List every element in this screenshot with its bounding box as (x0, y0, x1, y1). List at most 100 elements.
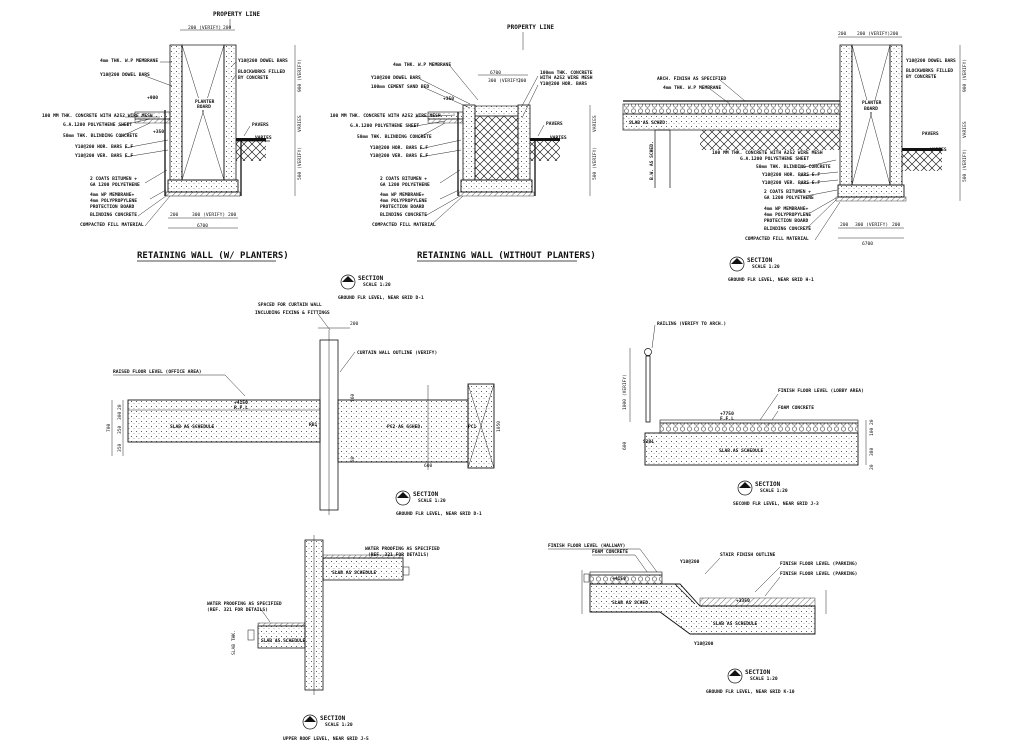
detail-title: RETAINING WALL (W/ PLANTERS) (137, 251, 289, 261)
note: Y10@200 HOR. BARS (540, 81, 587, 87)
finish-floor-label: FINISH FLOOR LEVEL (LOBBY AREA) (778, 388, 864, 394)
stair-leader (704, 557, 721, 575)
section-word: SECTION (413, 491, 439, 498)
slab-label: SLAB AS SCHEDULE (332, 570, 376, 576)
section-word: SECTION (747, 257, 773, 264)
note: 2 COATS BITUMEN + (764, 189, 811, 195)
note: GA 1200 POLYETHENE (764, 195, 814, 201)
section-scale: SCALE 1:20 (325, 722, 353, 728)
section-subtitle: SECOND FLR LEVEL, NEAR GRID J-3 (733, 501, 819, 507)
note: COMPACTED FILL MATERIAL (80, 222, 144, 228)
dim: 350 (117, 425, 123, 434)
slab-label: SLAB AS SCHEDULE (261, 638, 305, 644)
dim: 600 (622, 441, 628, 450)
beam-tag: RB1 (309, 422, 318, 428)
dim: 200 (838, 31, 847, 37)
section-tag: SECTION SCALE 1:20 GROUND FLR LEVEL, NEA… (728, 256, 814, 283)
waterproofing-bottom (257, 622, 306, 627)
level-marker: +7750 (720, 411, 734, 417)
section-scale: SCALE 1:20 (418, 498, 446, 504)
level-varies: VARIES (550, 135, 567, 141)
planter-label-2: BOARD (864, 106, 878, 112)
section-tag-top: SECTION SCALE 1:20 GROUND FLR LEVEL, NEA… (338, 274, 424, 301)
slab-topping (622, 103, 841, 115)
section-subtitle: GROUND FLR LEVEL, NEAR GRID D-1 (338, 295, 424, 301)
finish-hallway-label: FINISH FLOOR LEVEL (HALLWAY) (548, 543, 625, 549)
rebar-label: Y10@200 (680, 559, 700, 565)
level-marker: +4150 (234, 400, 248, 406)
section-tag: SECTION SCALE 1:20 SECOND FLR LEVEL, NEA… (733, 480, 819, 507)
planter-label-bg (860, 100, 882, 112)
dim: 300 (VERIFY) (488, 78, 521, 84)
step-outline (662, 583, 696, 605)
finish-parking-label-2: FINISH FLOOR LEVEL (PARKING) (780, 571, 857, 577)
section-subtitle: GROUND FLR LEVEL, NEAR GRID H-1 (728, 277, 814, 283)
note: G.A.1200 POLYETHENE SHEET (740, 156, 809, 162)
foam-label: FOAM CONCRETE (592, 549, 628, 555)
section-tag-bottom: SECTION SCALE 1:20 GROUND FLR LEVEL, NEA… (395, 490, 482, 517)
note: BLINDING CONCRETE (764, 226, 811, 232)
section-bubble-icon (302, 714, 318, 730)
note: Y10@200 HOR. BARS E.F (75, 144, 133, 150)
dim: 300 (VERIFY) (192, 212, 225, 218)
railing-knob-icon (644, 348, 652, 356)
note: Y10@200 VER. BARS E.F (762, 180, 820, 186)
dim: 6700 (862, 241, 873, 247)
dim: 900 (VERIFY) (297, 59, 303, 92)
note: 4mm THK. W.P MEMBRANE (663, 85, 721, 91)
detail-retaining-wall-with-planters: PROPERTY LINE 200 (VERIFY) 200 PLANTER B… (42, 11, 303, 262)
beam-label: PC2 AS SCHED. (387, 424, 423, 430)
slab-end-mark (247, 629, 255, 641)
note: 4mm POLYPROPYLENE (380, 198, 427, 204)
note: 100mm THK. CONCRETE (540, 70, 593, 76)
section-subtitle: UPPER ROOF LEVEL, NEAR GRID J-5 (283, 736, 369, 742)
notes-left: 4mm THK. W.P MEMBRANE Y10@200 DOWEL BARS… (330, 62, 479, 228)
blinding (165, 191, 241, 197)
railing-leader (651, 324, 656, 349)
note: (REF. 321 FOR DETAILS) (207, 607, 268, 613)
dim: VARIES (297, 115, 303, 132)
footing (837, 184, 905, 198)
note: 50mm THK. BLINDING CONCRETE (756, 164, 831, 170)
note: Y10@200 DOWEL BARS (371, 75, 421, 81)
note: 100 MM THK. CONCRETE WITH A252 WIRE MESH (42, 113, 153, 119)
pavers (236, 138, 266, 141)
section-bubble-icon (340, 274, 356, 290)
slab-label: SLAB AS SCHED. (629, 120, 668, 126)
level-marker-sub: R.F.L (234, 405, 248, 411)
level-marker: +350 (443, 96, 454, 102)
slab-label: SLAB AS SCHEDULE (170, 424, 214, 430)
dim: 500 (VERIFY) (297, 147, 303, 180)
wall-left (169, 44, 183, 181)
note: Y10@200 HOR. BARS E.F (370, 145, 428, 151)
note: 4mm THK. W.P MEMBRANE (100, 58, 158, 64)
planter-label-bg (191, 98, 215, 110)
slab-label: SLAB AS SCHED. (612, 600, 651, 606)
note: WATER PROOFING AS SPECIFIED (207, 601, 282, 607)
dim: 900 (VERIFY) (962, 59, 968, 92)
dim: 300 (VERIFY) (855, 222, 888, 228)
section-bubble-icon (727, 668, 743, 684)
wall-right (517, 104, 531, 181)
dim: 100 (869, 427, 875, 436)
dim: 20 (869, 464, 875, 470)
slab (644, 432, 859, 466)
planter-label-1: PLANTER (195, 99, 215, 105)
planter-label-1: PLANTER (862, 100, 882, 106)
section-bubble-icon (395, 490, 411, 506)
section-word: SECTION (755, 481, 781, 488)
labels-leaders (548, 548, 661, 577)
detail-retaining-wall-without-planters: PROPERTY LINE 6700 300 (VERIFY) 200 4mm … (330, 24, 598, 262)
dim: 6700 (490, 70, 501, 76)
note: 100 MM THK. CONCRETE WITH A252 WIRE MESH (330, 113, 441, 119)
note: 4mm POLYPROPYLENE (90, 198, 137, 204)
dim: 200 (890, 31, 899, 37)
section-arrow-icon (342, 276, 354, 282)
section-subtitle: GROUND FLR LEVEL, NEAR GRID K-10 (706, 689, 795, 695)
note: BLOCKWORKS FILLED (238, 69, 285, 75)
fill-core (474, 115, 519, 181)
note: COMPACTED FILL MATERIAL (745, 236, 809, 242)
note: SPACED FOR CURTAIN WALL (258, 302, 322, 308)
dim: 200 (892, 222, 901, 228)
note: 4mm WP MEMBRANE+ (380, 192, 424, 198)
